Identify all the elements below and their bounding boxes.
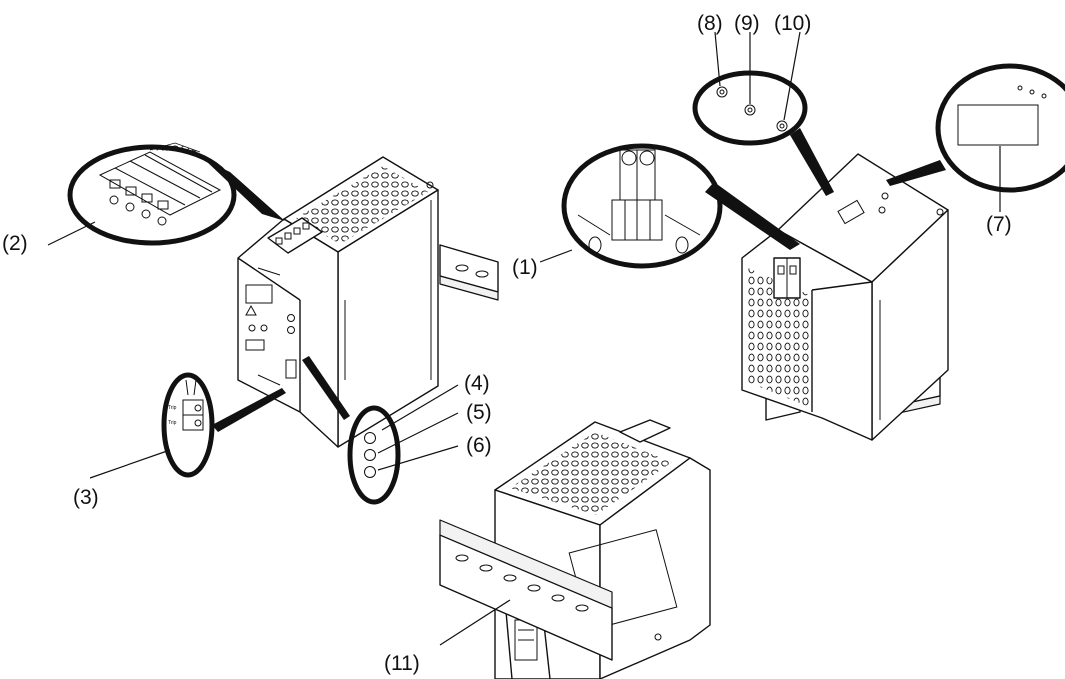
callout-labels: (2) (3) (4) (5) (6) (1) (8) (9) (10) (7)… (2, 12, 1012, 675)
led-indicator-icon (287, 326, 295, 334)
front-panel (237, 218, 339, 448)
input-terminal-block (773, 257, 801, 299)
callout-label-1: (1) (512, 256, 538, 279)
svg-text:Trip: Trip (168, 405, 177, 411)
left-power-supply-unit: Trip Trip (67, 142, 499, 505)
zoom-bubble-bottom-label: Trip Trip (161, 372, 286, 478)
side-panel (599, 457, 711, 679)
zoom-bubble-display-label (886, 63, 1065, 193)
display-window (245, 284, 273, 304)
zoom-bubble-terminals (67, 142, 285, 246)
output-terminal-block (267, 217, 323, 254)
adjust-potentiometer (285, 359, 297, 379)
callout-label-8: (8) (697, 12, 723, 35)
callout-label-4: (4) (464, 372, 490, 395)
callout-label-10: (10) (774, 12, 811, 35)
callout-label-9: (9) (734, 12, 760, 35)
zoom-bubble-input-terminal (561, 143, 800, 269)
zoom-bubble-potentiometers (692, 70, 834, 196)
warning-triangle-icon (245, 304, 257, 316)
callout-label-5: (5) (466, 401, 492, 424)
right-power-supply-unit (561, 63, 1065, 441)
din-rail-left (439, 244, 499, 301)
callout-label-11: (11) (384, 652, 420, 675)
callout-label-3: (3) (73, 486, 99, 509)
svg-text:Trip: Trip (168, 420, 177, 426)
callout-label-7: (7) (986, 213, 1012, 236)
din-rail-front (439, 519, 613, 661)
callout-label-6: (6) (466, 434, 492, 457)
callout-label-2: (2) (2, 232, 28, 255)
leader-lines (47, 31, 1001, 646)
zoom-bubble-leds (302, 356, 401, 505)
led-indicator-icon (287, 314, 295, 322)
bottom-unit-rear-view (439, 419, 711, 679)
